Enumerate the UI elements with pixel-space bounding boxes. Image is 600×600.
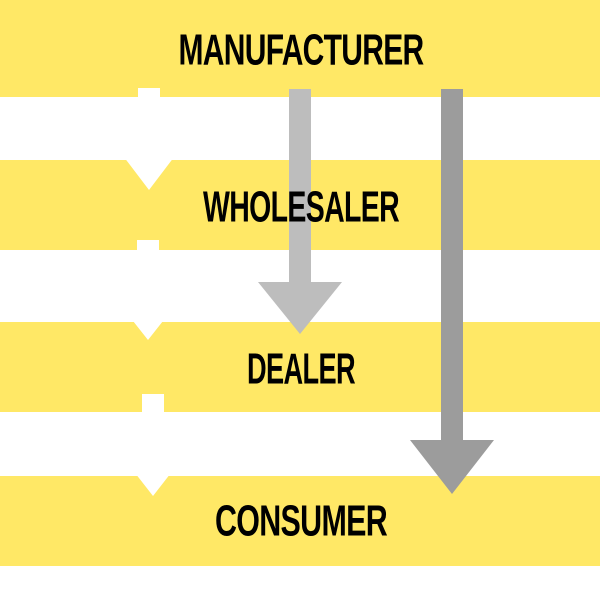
label-consumer: CONSUMER [215,497,387,546]
arrow-wholesaler-to-dealer-icon [107,240,189,340]
arrow-manufacturer-to-consumer-icon [410,89,494,494]
label-dealer: DEALER [247,345,355,394]
band-dealer [0,322,600,412]
arrow-manufacturer-to-dealer-icon [258,89,342,334]
arrow-dealer-to-consumer-icon [111,394,195,496]
arrow-manufacturer-to-wholesaler-icon [108,88,190,190]
label-manufacturer: MANUFACTURER [179,26,424,75]
band-manufacturer [0,0,600,97]
band-consumer [0,476,600,566]
label-wholesaler: WHOLESALER [203,183,399,232]
